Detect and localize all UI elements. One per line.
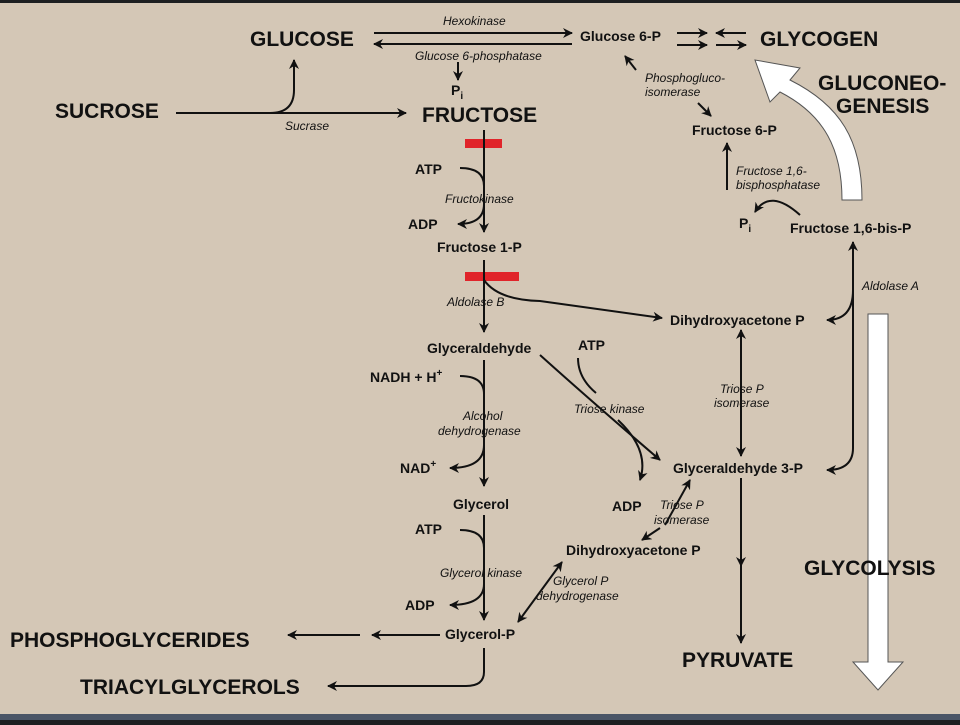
label-phosphoglycerides: PHOSPHOGLYCERIDES bbox=[10, 629, 250, 652]
label-adp-1: ADP bbox=[408, 216, 438, 232]
triose-isomerase-lower-arrow bbox=[641, 527, 661, 541]
label-pi-top: Pi bbox=[451, 82, 463, 102]
label-glycerol: Glycerol bbox=[453, 496, 509, 512]
label-glycerol-kinase: Glycerol kinase bbox=[440, 566, 522, 580]
to-triacylglycerols-arrow bbox=[327, 648, 485, 691]
label-gluconeo-2: GENESIS bbox=[836, 95, 929, 118]
top-frame bbox=[0, 0, 960, 3]
block-bar-aldolase-b bbox=[465, 272, 519, 281]
label-fbpase-1: Fructose 1,6- bbox=[736, 164, 807, 178]
label-glyceraldehyde: Glyceraldehyde bbox=[427, 340, 531, 356]
label-fructose1p: Fructose 1-P bbox=[437, 239, 522, 255]
aldolase-a-g3p-arrow bbox=[826, 290, 854, 475]
label-g6phosphatase: Glucose 6-phosphatase bbox=[415, 49, 542, 63]
label-glycerolp: Glycerol-P bbox=[445, 626, 515, 642]
label-fructose6p: Fructose 6-P bbox=[692, 122, 777, 138]
label-phosphogluco-2: isomerase bbox=[645, 85, 701, 99]
label-aldolase-a: Aldolase A bbox=[861, 279, 919, 293]
label-atp-1: ATP bbox=[415, 161, 442, 177]
label-nadh: NADH + H+ bbox=[370, 368, 443, 385]
label-fructose16bisp: Fructose 1,6-bis-P bbox=[790, 220, 911, 236]
fructokinase-adp-curve bbox=[457, 203, 485, 229]
label-gluconeo-1: GLUCONEO- bbox=[818, 72, 946, 95]
label-atp-2: ATP bbox=[578, 337, 605, 353]
triose-kinase-arrow bbox=[539, 354, 661, 461]
label-dhap-2: Dihydroxyacetone P bbox=[566, 542, 701, 558]
glycerol-kinase-atp-curve bbox=[459, 529, 485, 549]
label-pi-2: Pi bbox=[739, 215, 751, 235]
phosphoglucoisomerase-arrow-down bbox=[697, 102, 712, 117]
label-hexokinase: Hexokinase bbox=[443, 14, 506, 28]
label-triacylglycerols: TRIACYLGLYCEROLS bbox=[80, 676, 300, 699]
adh-nad-curve bbox=[449, 444, 485, 473]
glycolysis-arrow bbox=[851, 313, 905, 691]
label-adp-2: ADP bbox=[612, 498, 642, 514]
label-tpi-2-line2: isomerase bbox=[654, 513, 710, 527]
fbpase-pi-arrow bbox=[754, 199, 801, 216]
sucrose-to-glucose-arrow bbox=[269, 59, 299, 114]
label-aldolase-b: Aldolase B bbox=[446, 295, 504, 309]
adh-nadh-curve bbox=[459, 375, 485, 395]
label-g3pdh-1: Glycerol P bbox=[553, 574, 608, 588]
dhap-branch-arrow bbox=[483, 279, 663, 322]
glycerol-kinase-adp-curve bbox=[449, 583, 485, 610]
label-glycolysis: GLYCOLYSIS bbox=[804, 557, 936, 580]
triose-kinase-adp-curve bbox=[617, 419, 648, 481]
label-fbpase-2: bisphosphatase bbox=[736, 178, 820, 192]
label-dhap-1: Dihydroxyacetone P bbox=[670, 312, 805, 328]
dhap-to-g3p-arrow bbox=[664, 479, 691, 526]
label-fructose: FRUCTOSE bbox=[422, 104, 537, 127]
label-triose-kinase: Triose kinase bbox=[574, 402, 645, 416]
label-atp-3: ATP bbox=[415, 521, 442, 537]
gluconeogenesis-arrow bbox=[754, 59, 863, 201]
label-glycogen: GLYCOGEN bbox=[760, 28, 878, 51]
label-tpi-1-line1: Triose P bbox=[720, 382, 764, 396]
label-glucose: GLUCOSE bbox=[250, 28, 354, 51]
label-tpi-1-line2: isomerase bbox=[714, 396, 770, 410]
label-sucrase: Sucrase bbox=[285, 119, 329, 133]
phosphoglucoisomerase-arrow-up bbox=[624, 55, 637, 71]
label-tpi-2-line1: Triose P bbox=[660, 498, 704, 512]
g3pdh-arrow bbox=[517, 561, 563, 623]
bottom-bar bbox=[0, 714, 960, 720]
label-sucrose: SUCROSE bbox=[55, 100, 159, 123]
label-nad: NAD+ bbox=[400, 459, 436, 476]
label-phosphogluco-1: Phosphogluco- bbox=[645, 71, 725, 85]
label-pyruvate: PYRUVATE bbox=[682, 649, 793, 672]
label-glucose6p: Glucose 6-P bbox=[580, 28, 661, 44]
fructokinase-atp-curve bbox=[459, 167, 485, 187]
triose-kinase-atp-curve bbox=[577, 357, 597, 394]
label-adh-1: Alcohol bbox=[462, 409, 503, 423]
label-g3p: Glyceraldehyde 3-P bbox=[673, 460, 803, 476]
label-fructokinase: Fructokinase bbox=[445, 192, 514, 206]
label-g3pdh-2: dehydrogenase bbox=[536, 589, 619, 603]
label-adp-3: ADP bbox=[405, 597, 435, 613]
label-adh-2: dehydrogenase bbox=[438, 424, 521, 438]
